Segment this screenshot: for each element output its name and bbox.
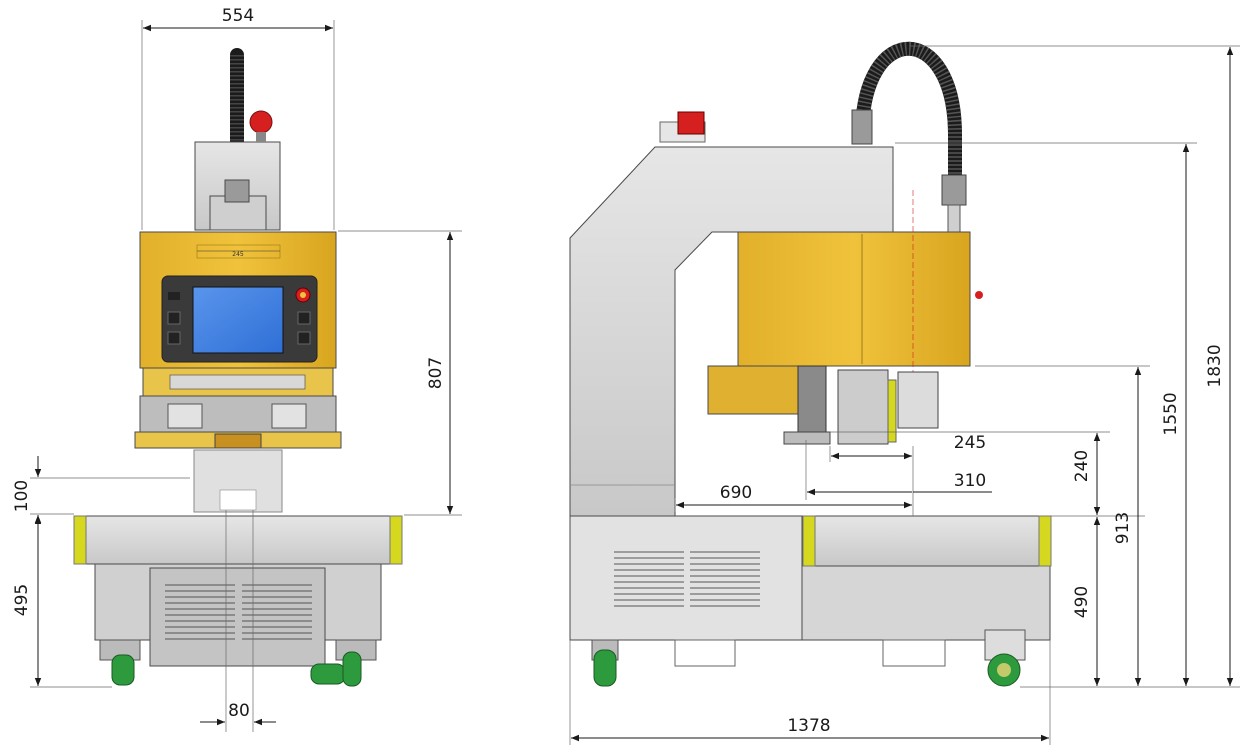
- hose-coupling: [224, 179, 250, 203]
- side-table: [805, 515, 1051, 567]
- dim-arm-height: 1550: [1161, 392, 1181, 435]
- tool-unit: [837, 369, 889, 445]
- base-cabinet: [149, 567, 326, 667]
- dim-tool-offset: 245: [954, 433, 986, 453]
- caster-wheel: [310, 663, 346, 685]
- work-table: [73, 515, 403, 565]
- caster-wheel: [342, 651, 362, 687]
- bumper-left: [73, 515, 87, 565]
- bumper-right: [389, 515, 403, 565]
- touch-screen: [192, 286, 284, 354]
- dim-work-height: 913: [1113, 512, 1133, 544]
- front-view: 245: [12, 6, 462, 732]
- dim-gap: 100: [12, 480, 32, 512]
- dim-total-length: 1378: [787, 716, 830, 736]
- power-plug: [677, 111, 705, 135]
- caster-wheel: [111, 654, 135, 686]
- dim-table-height: 495: [12, 584, 32, 616]
- dim-stroke: 240: [1072, 450, 1092, 482]
- plate-label: 245: [232, 251, 244, 258]
- dim-tool-spacing: 310: [954, 471, 986, 491]
- dim-front-width: 554: [222, 6, 254, 26]
- dim-total-height: 1830: [1205, 344, 1225, 387]
- dim-head-height: 807: [426, 357, 446, 389]
- dim-throat-depth: 690: [720, 483, 752, 503]
- dim-side-table-height: 490: [1072, 586, 1092, 618]
- side-head-housing: [737, 231, 971, 367]
- side-caster-wheel: [593, 649, 617, 687]
- side-view: 245 310 690 240 490 913 1550 1830 1378: [569, 41, 1240, 745]
- dim-spacing: 80: [228, 701, 250, 721]
- warning-beacon: [249, 110, 273, 134]
